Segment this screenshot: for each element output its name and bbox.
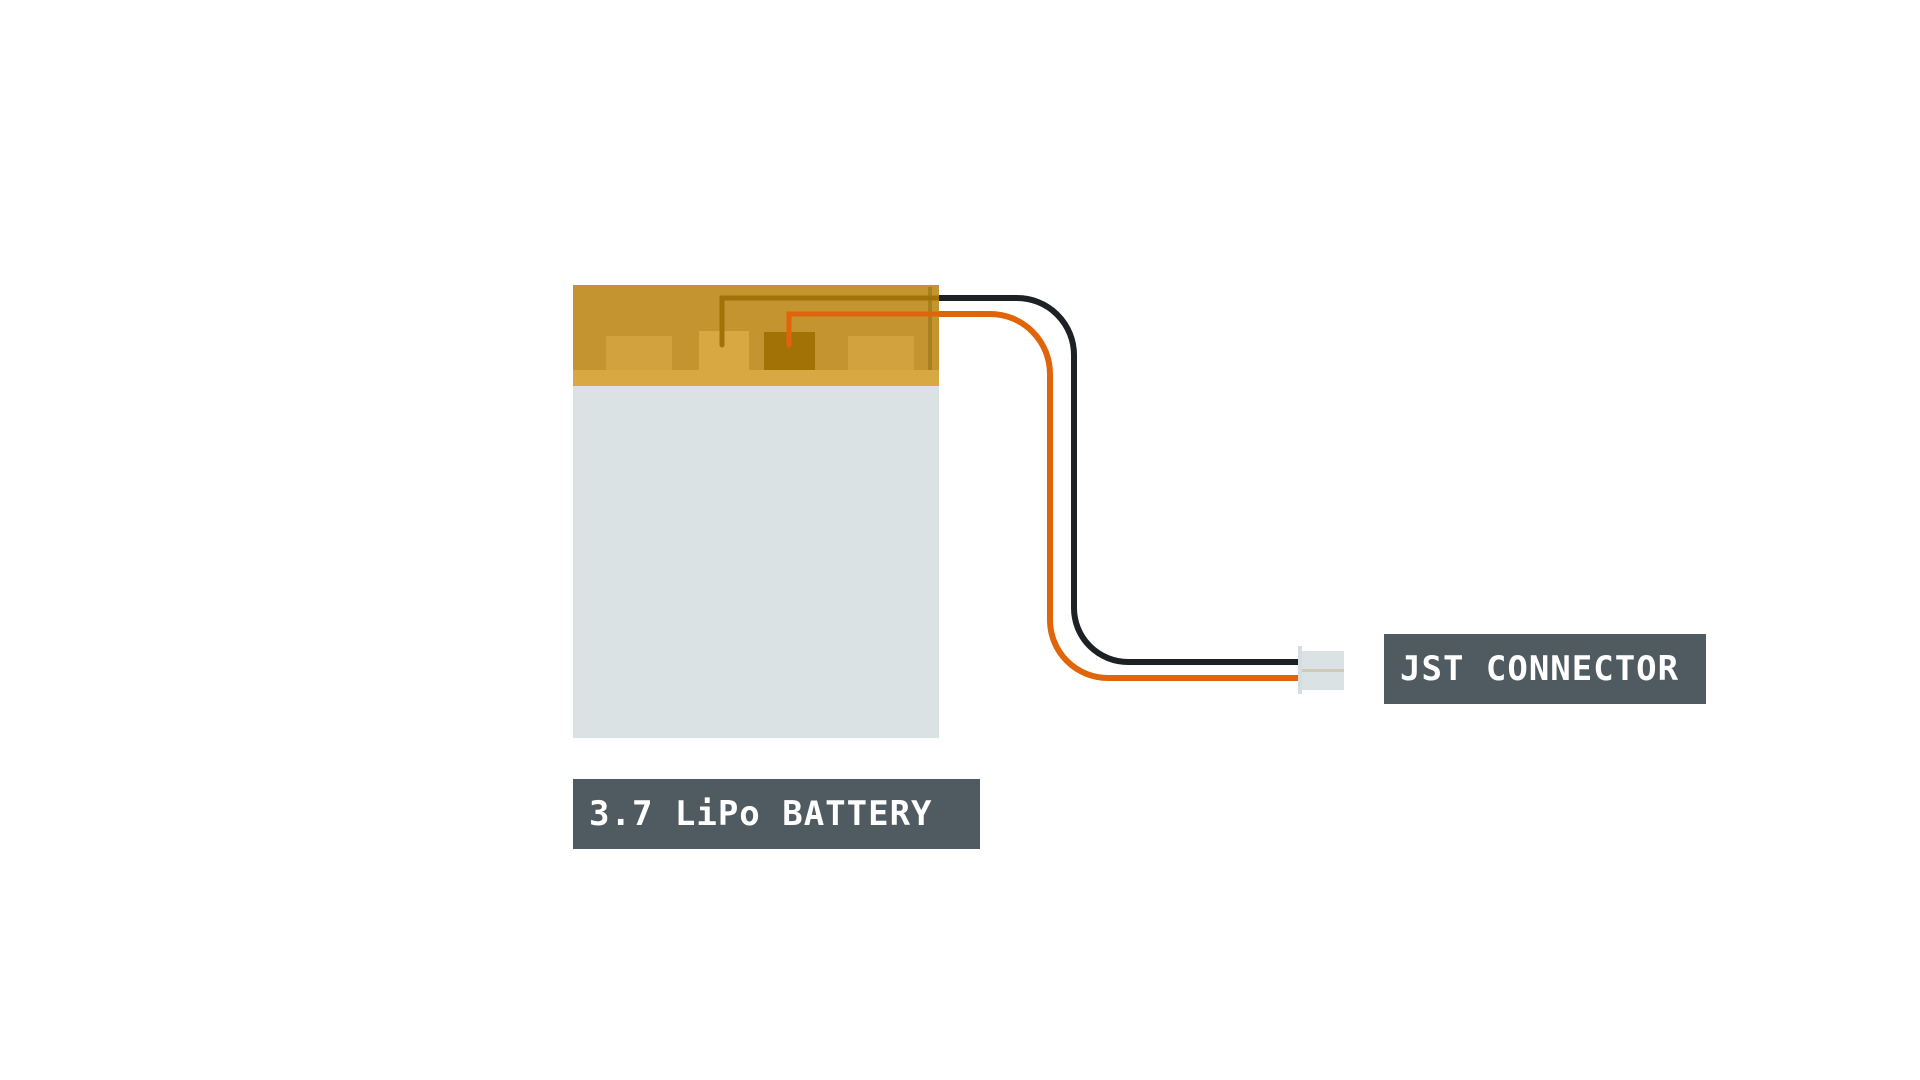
connector-label: JST CONNECTOR (1384, 634, 1706, 704)
jst-connector (1298, 646, 1344, 694)
battery-band (573, 370, 939, 386)
battery-label: 3.7 LiPo BATTERY (573, 779, 980, 849)
wire-orange (939, 311, 1298, 681)
battery-pad (848, 336, 914, 370)
wire-black (939, 295, 1298, 665)
connector-flange (1298, 646, 1302, 694)
lipo-battery (573, 285, 942, 738)
connector-seam (1302, 669, 1344, 672)
internal-wire-red (786, 311, 942, 348)
battery-edge-line (928, 287, 932, 370)
battery-pad (606, 336, 672, 370)
internal-wire-black (719, 295, 942, 348)
